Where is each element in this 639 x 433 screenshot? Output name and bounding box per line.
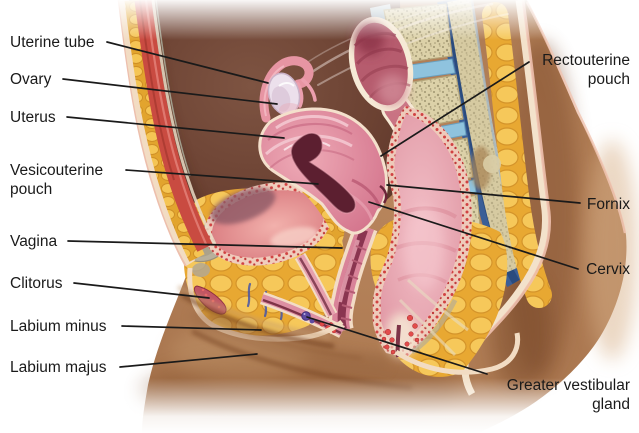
label-cervix: Cervix bbox=[586, 261, 630, 278]
leader-fornix bbox=[386, 184, 581, 204]
label-fornix: Fornix bbox=[586, 196, 630, 213]
uterine-cavity bbox=[290, 132, 357, 214]
leader-vesicouterine-pouch bbox=[125, 169, 319, 185]
label-labium-majus: Labium majus bbox=[10, 359, 107, 376]
top-fade bbox=[0, 0, 639, 40]
label-labium-minus: Labium minus bbox=[10, 318, 107, 335]
label-uterine-tube: Uterine tube bbox=[10, 34, 95, 51]
label-clitorus: Clitorus bbox=[10, 275, 63, 292]
anal-canal bbox=[381, 298, 458, 358]
leader-uterus bbox=[66, 116, 285, 139]
leader-uterine-tube bbox=[106, 41, 269, 84]
label-rectouterine-pouch: Rectouterine pouch bbox=[542, 52, 630, 88]
leader-ovary bbox=[62, 78, 278, 105]
bottom-fade bbox=[0, 378, 639, 433]
leader-labium-majus bbox=[119, 353, 258, 368]
label-ovary: Ovary bbox=[10, 71, 52, 88]
leader-greater-vestibular-gland bbox=[306, 316, 488, 375]
rectum bbox=[372, 106, 472, 358]
leader-lines bbox=[62, 41, 581, 375]
leader-vagina bbox=[67, 240, 343, 249]
urethra bbox=[294, 252, 338, 318]
label-vagina: Vagina bbox=[10, 233, 58, 250]
fornix-notch bbox=[379, 184, 388, 204]
uterus bbox=[258, 107, 388, 235]
label-greater-vestibular-gland: Greater vestibular gland bbox=[506, 377, 630, 413]
leader-rectouterine-pouch bbox=[380, 61, 530, 157]
leader-labium-minus bbox=[121, 325, 262, 331]
label-vesicouterine-pouch: Vesicouterine pouch bbox=[10, 162, 104, 198]
leader-cervix bbox=[368, 201, 579, 270]
leader-clitorus bbox=[73, 282, 210, 299]
label-uterus: Uterus bbox=[10, 109, 56, 126]
